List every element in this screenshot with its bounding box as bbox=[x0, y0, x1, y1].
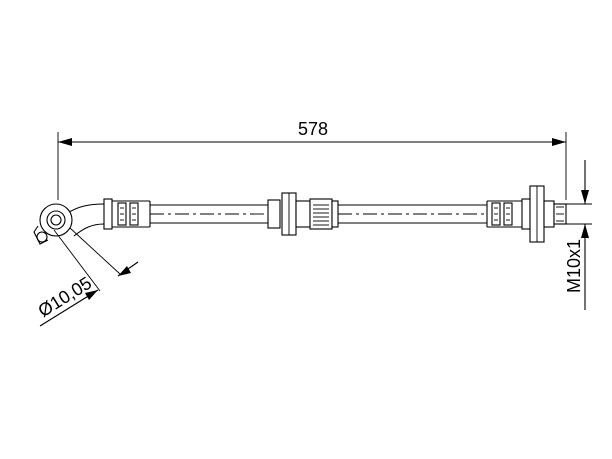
hose-body bbox=[150, 204, 487, 224]
thread-label: M10x1 bbox=[564, 239, 584, 293]
left-banjo-fitting bbox=[33, 198, 151, 245]
length-dimension: 578 bbox=[57, 119, 567, 200]
length-arrow-right bbox=[552, 138, 566, 146]
right-threaded-fitting bbox=[486, 185, 567, 243]
thread-dimension: M10x1 bbox=[564, 160, 592, 310]
banjo-eye bbox=[39, 203, 73, 237]
length-arrow-left bbox=[58, 138, 72, 146]
length-label: 578 bbox=[298, 119, 328, 139]
diameter-dimension: Ø10,05 bbox=[34, 227, 139, 327]
middle-bracket-fitting bbox=[267, 192, 339, 236]
